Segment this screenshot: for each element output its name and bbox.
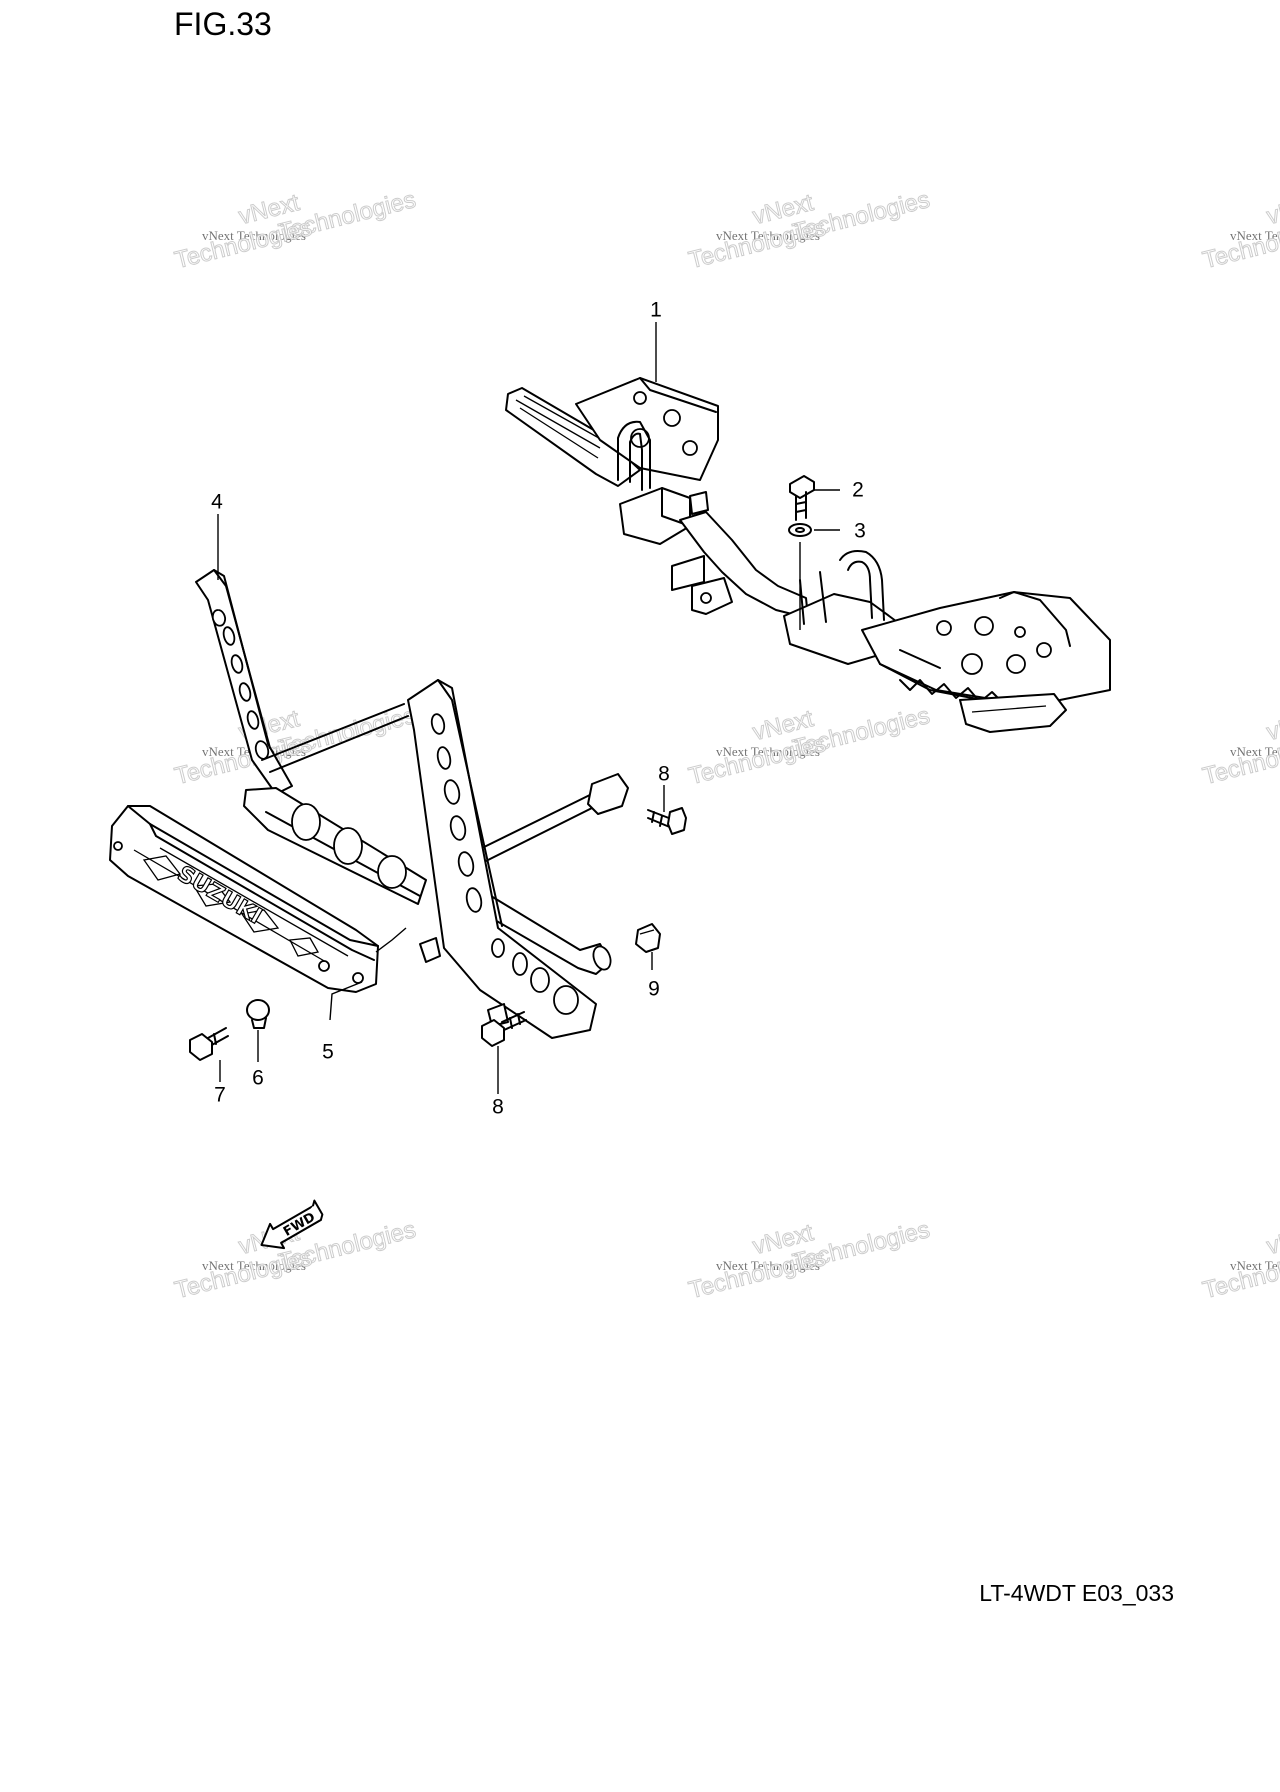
callout-4: 4	[211, 490, 223, 514]
callout-5: 5	[322, 1040, 334, 1064]
front-guard-frame	[195, 569, 629, 1039]
leader-lines	[217, 322, 840, 1094]
callout-8-upper: 8	[658, 762, 670, 786]
figure-title: FIG.33	[174, 6, 272, 42]
callout-6: 6	[252, 1066, 264, 1090]
callout-7: 7	[214, 1083, 226, 1107]
nut-9	[635, 923, 661, 953]
drawing-code: LT-4WDT E03_033	[979, 1580, 1174, 1606]
fwd-arrow-icon: FWD	[260, 1199, 324, 1250]
callout-3: 3	[854, 519, 866, 543]
footrest-assembly	[505, 377, 1111, 733]
callout-9: 9	[648, 977, 660, 1001]
callout-8-lower: 8	[492, 1095, 504, 1119]
bolt-8-upper	[647, 807, 687, 835]
bolt-7	[189, 1027, 229, 1061]
bolt-2	[789, 475, 815, 521]
clip-6	[246, 999, 270, 1029]
bolt-8-lower	[481, 1011, 527, 1047]
callout-1: 1	[650, 298, 662, 322]
washer-3	[788, 523, 812, 537]
callout-2: 2	[852, 478, 864, 502]
